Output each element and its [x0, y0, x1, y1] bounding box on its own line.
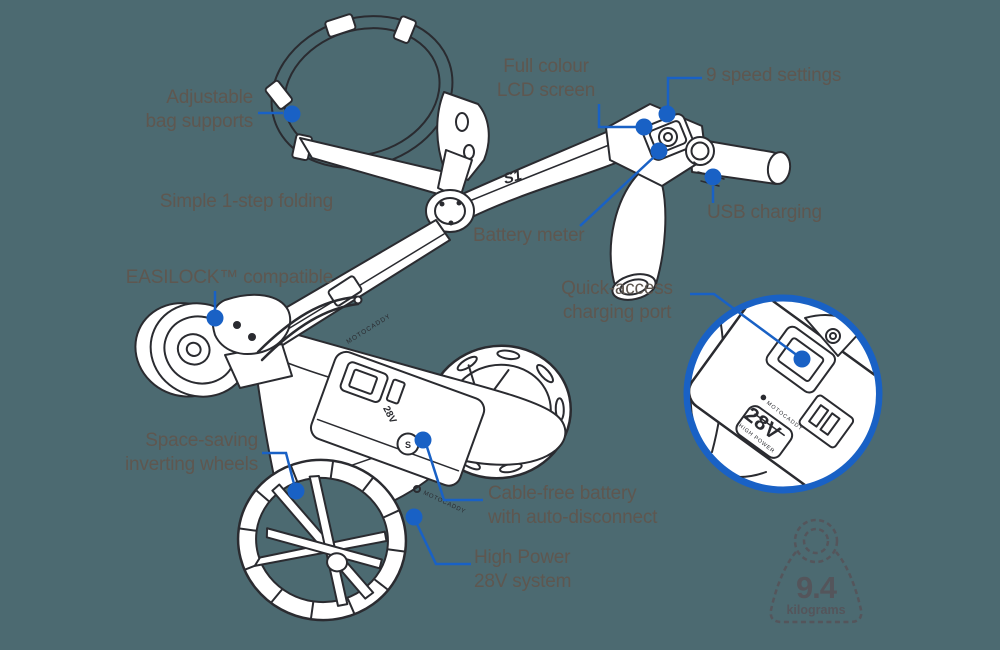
- label-simple-1-step-folding: Simple 1-step folding: [159, 191, 333, 212]
- label-full-colour-lcd-screen: Full colour LCD screen: [496, 56, 596, 101]
- weight-icon: 9.4 kilograms: [769, 518, 863, 624]
- series-badge-text: S: [405, 440, 411, 450]
- callout-dot: [658, 105, 676, 123]
- body-brand-text: MOTOCADDY: [422, 490, 466, 515]
- label-easilock-compatible: EASILOCK™ compatible: [125, 267, 333, 288]
- frame-brand-text: MOTOCADDY: [345, 313, 392, 346]
- callout-dot: [287, 482, 305, 500]
- label-cable-free-battery: Cable-free battery with auto-disconnect: [488, 483, 658, 528]
- weight-unit: kilograms: [786, 603, 845, 617]
- weight-value: 9.4: [796, 570, 838, 605]
- label-9-speed-settings: 9 speed settings: [706, 65, 842, 86]
- callout-dot: [206, 309, 224, 327]
- callout-dot: [704, 168, 722, 186]
- rear-left-wheel: [236, 458, 408, 622]
- callout-dots: [206, 105, 811, 526]
- callout-dot: [414, 431, 432, 449]
- label-high-power-28v-system: High Power 28V system: [474, 547, 572, 592]
- callout-dot: [405, 508, 423, 526]
- callout-lines: [213, 76, 799, 566]
- callout-dot: [650, 142, 668, 160]
- label-adjustable-bag-supports: Adjustable bag supports: [145, 87, 254, 132]
- callout-dot: [793, 350, 811, 368]
- label-quick-access-charging-port: Quick-access charging port: [561, 278, 673, 323]
- label-space-saving-inverting-wheels: Space-saving inverting wheels: [124, 430, 258, 475]
- zoom-inset: MOTOCADDY 28V HIGH POWER: [683, 294, 883, 494]
- model-logo-text: S1: [502, 167, 524, 188]
- label-usb-charging: USB charging: [707, 202, 822, 223]
- label-battery-meter: Battery meter: [473, 225, 585, 246]
- battery-box: [309, 350, 486, 487]
- callout-dot: [635, 118, 653, 136]
- callout-dot: [283, 105, 301, 123]
